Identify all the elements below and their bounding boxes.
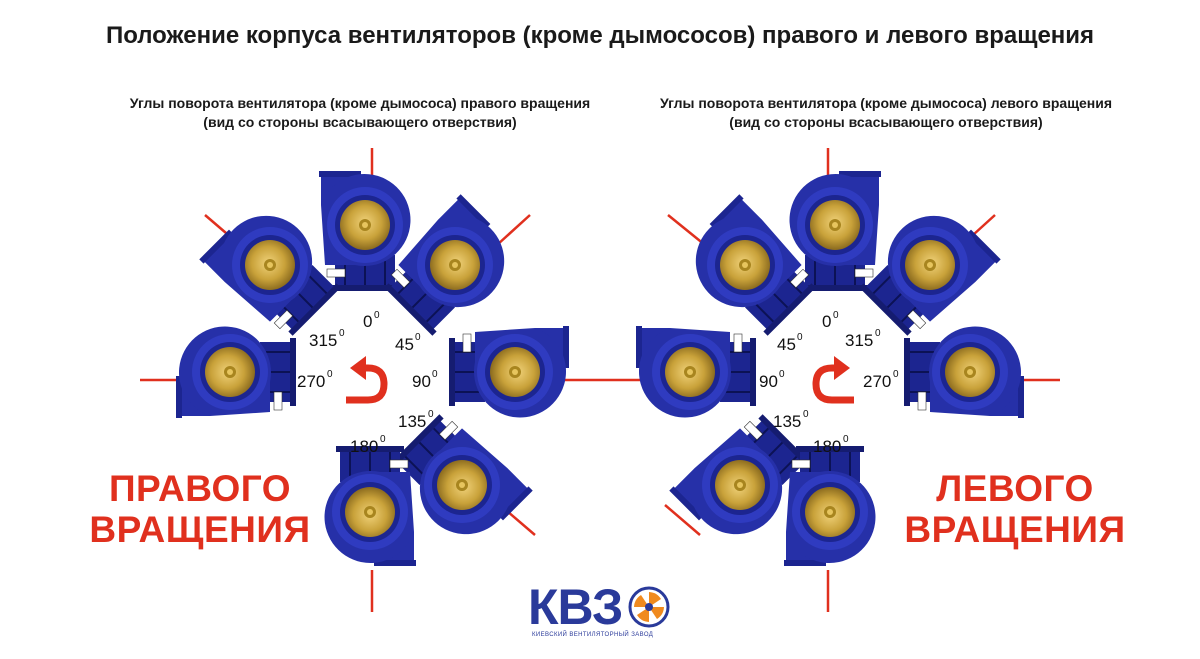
left-subtitle-line2: (вид со стороны всасывающего отверствия) (203, 114, 517, 130)
right-rotation-label: ПРАВОГО ВРАЩЕНИЯ (80, 468, 320, 550)
left-fan-180 (323, 445, 417, 567)
svg-text:0: 0 (428, 409, 434, 420)
right-angle-270: 270 (863, 372, 891, 391)
left-angle-45: 45 (395, 335, 414, 354)
svg-text:0: 0 (374, 310, 380, 321)
left-rotation-label-line2: ВРАЩЕНИЯ (904, 509, 1126, 550)
left-angle-90: 90 (412, 372, 431, 391)
svg-text:0: 0 (797, 332, 803, 343)
svg-text:0: 0 (875, 328, 881, 339)
left-angle-135: 135 (398, 412, 426, 431)
svg-text:0: 0 (833, 310, 839, 321)
logo-fan-icon (628, 586, 670, 628)
left-rotation-label: ЛЕВОГО ВРАЩЕНИЯ (895, 468, 1135, 550)
left-angle-270: 270 (297, 372, 325, 391)
left-fan-90 (448, 325, 570, 419)
svg-text:0: 0 (339, 328, 345, 339)
left-subtitle-line1: Углы поворота вентилятора (кроме дымосос… (129, 95, 591, 111)
left-angle-0: 0 (363, 312, 372, 331)
left-rotation-label-line1: ЛЕВОГО (936, 468, 1094, 509)
company-logo: КВЗ КИЕВСКИЙ ВЕНТИЛЯТОРНЫЙ ЗАВОД (520, 579, 680, 642)
svg-text:0: 0 (432, 369, 438, 380)
right-fan-180 (783, 445, 877, 567)
page-title: Положение корпуса вентиляторов (кроме ды… (105, 22, 1095, 49)
right-angle-0: 0 (822, 312, 831, 331)
logo-text: КВЗ (528, 579, 623, 635)
svg-text:0: 0 (415, 332, 421, 343)
svg-text:0: 0 (779, 369, 785, 380)
left-rotation-arrow-icon (812, 356, 854, 404)
right-rotation-label-line2: ВРАЩЕНИЯ (89, 509, 311, 550)
left-angle-labels: 0 0 45 0 90 0 135 0 180 0 270 0 315 0 (297, 310, 438, 456)
right-subtitle-line1: Углы поворота вентилятора (кроме дымосос… (659, 95, 1113, 111)
right-angle-45: 45 (777, 335, 796, 354)
right-subtitle-line2: (вид со стороны всасывающего отверствия) (729, 114, 1043, 130)
right-angle-90: 90 (759, 372, 778, 391)
right-rotation-arrow-icon (346, 356, 388, 404)
left-fan-270 (175, 325, 297, 419)
right-angle-labels: 0 0 45 0 90 0 135 0 180 0 270 0 315 0 (759, 310, 899, 456)
right-fan-270 (903, 325, 1025, 419)
right-fan-90 (635, 325, 757, 419)
left-subtitle: Углы поворота вентилятора (кроме дымосос… (90, 94, 630, 132)
svg-text:0: 0 (803, 409, 809, 420)
right-subtitle: Углы поворота вентилятора (кроме дымосос… (616, 94, 1156, 132)
svg-text:0: 0 (843, 434, 849, 445)
svg-text:0: 0 (893, 369, 899, 380)
right-rotation-label-line1: ПРАВОГО (108, 468, 292, 509)
left-angle-180: 180 (350, 437, 378, 456)
svg-text:0: 0 (327, 369, 333, 380)
right-angle-135: 135 (773, 412, 801, 431)
left-angle-315: 315 (309, 331, 337, 350)
right-angle-315: 315 (845, 331, 873, 350)
svg-text:0: 0 (380, 434, 386, 445)
right-angle-180: 180 (813, 437, 841, 456)
logo-subtext: КИЕВСКИЙ ВЕНТИЛЯТОРНЫЙ ЗАВОД (532, 632, 654, 638)
